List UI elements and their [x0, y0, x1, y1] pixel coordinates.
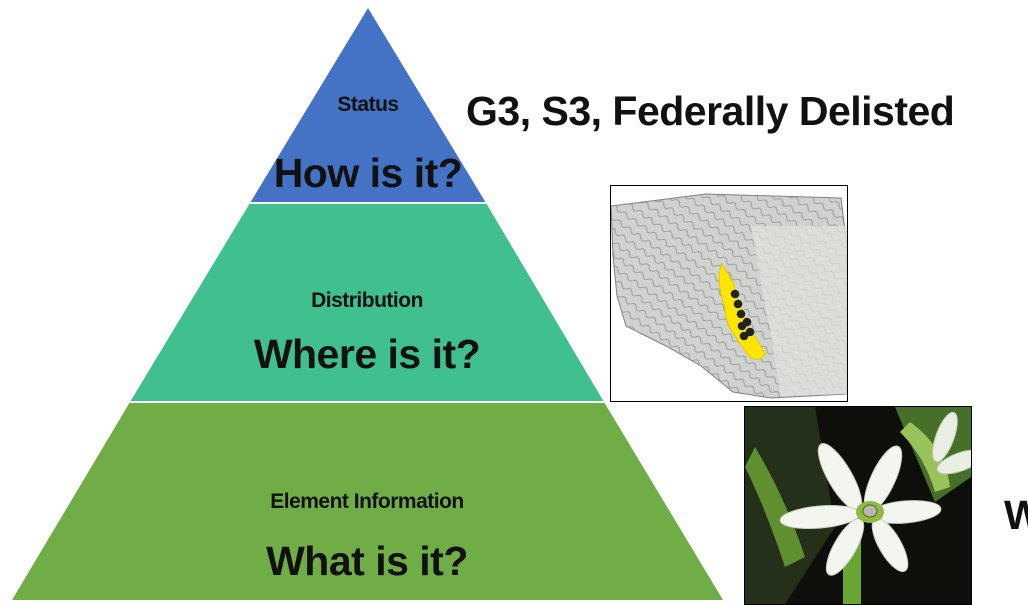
occurrence-dot: [733, 299, 743, 309]
map-shadow-region: [751, 226, 847, 396]
partially-visible-text: W: [1004, 492, 1028, 538]
pyramid-tier-status: [250, 8, 486, 203]
occurrence-dot: [737, 321, 747, 331]
occurrence-dots: [730, 289, 755, 341]
status-tier-question: How is it?: [273, 150, 463, 196]
range-map-image: [611, 193, 847, 399]
leaf: [900, 422, 950, 492]
background-foliage: [745, 407, 835, 604]
leaf: [745, 447, 805, 567]
second-flower: [932, 411, 971, 475]
status-rank-text: G3, S3, Federally Delisted: [466, 88, 955, 134]
flower-photo-image: [745, 407, 971, 604]
pyramid-tier-element-information: [12, 402, 723, 600]
flower-petals: [779, 443, 942, 576]
occurrence-dot: [739, 331, 749, 341]
occurrence-dot: [730, 289, 740, 299]
flower-pistil: [862, 504, 878, 518]
distribution-tier-label: Distribution: [311, 289, 423, 312]
species-photo: [744, 406, 972, 605]
pyramid-tier-distribution: [130, 203, 604, 402]
occurrence-dot: [736, 309, 746, 319]
distribution-tier-question: Where is it?: [253, 331, 481, 377]
distribution-map: [610, 185, 848, 402]
element-information-tier-label: Element Information: [270, 490, 464, 513]
element-information-tier-question: What is it?: [266, 538, 468, 584]
status-tier-label: Status: [337, 93, 399, 116]
